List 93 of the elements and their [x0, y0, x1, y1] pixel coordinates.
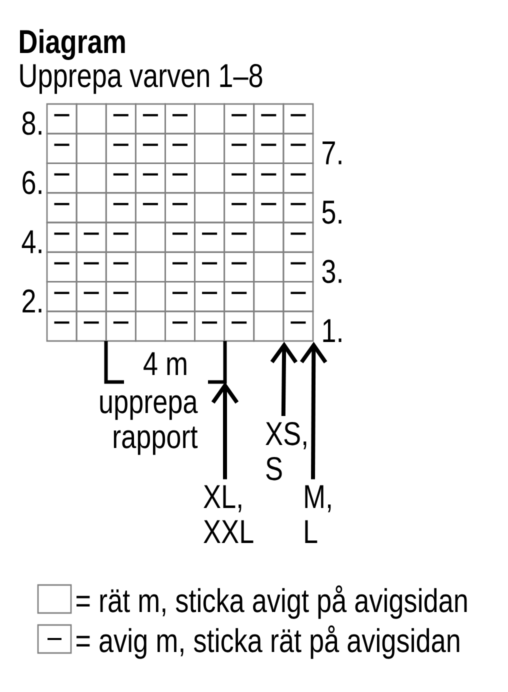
- grid-cell: –: [46, 103, 78, 134]
- row-number: 2.: [22, 289, 42, 312]
- grid-cell: –: [164, 132, 196, 164]
- grid-cell: –: [253, 162, 284, 194]
- row-number: 6.: [22, 170, 42, 194]
- size-label: XS, S: [266, 422, 306, 480]
- grid-cell: –: [46, 281, 78, 312]
- grid-cell: [194, 192, 226, 224]
- row-number: 5.: [322, 200, 342, 224]
- grid-cell: –: [224, 281, 255, 312]
- grid-cell: –: [253, 103, 284, 134]
- grid-cell: –: [224, 103, 255, 134]
- grid-cell: –: [194, 281, 226, 312]
- grid-cell: –: [46, 222, 78, 253]
- grid-cell: –: [105, 281, 136, 312]
- grid-cell: [76, 132, 107, 164]
- grid-cell: –: [164, 251, 196, 282]
- grid-cell: –: [134, 103, 166, 134]
- grid-cell: –: [105, 103, 136, 134]
- grid-cell: –: [105, 192, 136, 224]
- grid-cell: [253, 310, 284, 342]
- grid-cell: [253, 281, 284, 312]
- grid-cell: –: [164, 222, 196, 253]
- grid-cell: –: [46, 192, 78, 224]
- grid-cell: [253, 222, 284, 253]
- grid-cell: [194, 132, 226, 164]
- grid-cell: –: [76, 310, 107, 342]
- grid-cell: –: [46, 310, 78, 342]
- grid-cell: –: [105, 310, 136, 342]
- grid-cell: –: [282, 310, 314, 342]
- grid-cell: [76, 162, 107, 194]
- grid-cell: –: [194, 251, 226, 282]
- legend-text: = avig m, sticka rät på avigsidan: [76, 625, 460, 659]
- size-label: XL, XXL: [204, 485, 254, 543]
- grid-cell: –: [194, 222, 226, 253]
- row-number: 8.: [22, 112, 42, 135]
- grid-cell: –: [105, 251, 136, 282]
- grid-cell: –: [76, 281, 107, 312]
- size-label: M, L: [305, 485, 331, 543]
- grid-cell: –: [164, 103, 196, 134]
- grid-cell: –: [105, 222, 136, 253]
- arrow: [300, 342, 328, 480]
- grid-cell: [194, 103, 226, 134]
- legend-text: = rät m, sticka avigt på avigsidan: [76, 585, 467, 619]
- grid-cell: –: [46, 132, 78, 164]
- grid-cell: –: [134, 192, 166, 224]
- grid-cell: –: [164, 192, 196, 224]
- repeat-label: upprepa rapport: [100, 395, 198, 455]
- grid-cell: –: [164, 162, 196, 194]
- grid-cell: –: [105, 132, 136, 164]
- grid-cell: [134, 222, 166, 253]
- grid-cell: –: [134, 162, 166, 194]
- row-number: 7.: [322, 142, 342, 164]
- grid-cell: –: [282, 162, 314, 194]
- grid-cell: –: [282, 132, 314, 164]
- chart-note: Upprepa varven 1–8: [20, 64, 262, 94]
- grid-cell: [134, 310, 166, 342]
- grid-cell: –: [282, 281, 314, 312]
- grid-cell: –: [76, 251, 107, 282]
- grid-cell: –: [253, 192, 284, 224]
- arrow: [270, 342, 298, 416]
- grid-cell: –: [76, 222, 107, 253]
- repeat-bracket: [104, 341, 227, 384]
- grid-cell: –: [46, 162, 78, 194]
- grid-cell: –: [46, 251, 78, 282]
- grid-cell: –: [253, 132, 284, 164]
- grid-cell: –: [224, 251, 255, 282]
- grid-cell: –: [224, 192, 255, 224]
- grid-cell: [76, 192, 107, 224]
- grid-cell: [76, 103, 107, 134]
- title: Diagram: [20, 29, 125, 60]
- grid-cell: –: [105, 162, 136, 194]
- row-number: 1.: [323, 319, 342, 342]
- grid-cell: [194, 162, 226, 194]
- grid-cell: –: [194, 310, 226, 342]
- grid-cell: [134, 251, 166, 282]
- grid-cell: [134, 281, 166, 312]
- grid-cell: –: [282, 251, 314, 282]
- grid-cell: –: [224, 132, 255, 164]
- grid-cell: –: [134, 132, 166, 164]
- row-number: 4.: [22, 230, 42, 254]
- grid-cell: –: [282, 222, 314, 253]
- row-number: 3.: [322, 260, 342, 284]
- grid-cell: –: [164, 310, 196, 342]
- grid-cell: –: [224, 310, 255, 342]
- grid-cell: [253, 251, 284, 282]
- grid-cell: –: [224, 222, 255, 253]
- grid-cell: –: [164, 281, 196, 312]
- grid-cell: –: [282, 103, 314, 134]
- grid-cell: –: [224, 162, 255, 194]
- grid-cell: –: [282, 192, 314, 224]
- arrow: [211, 382, 239, 480]
- repeat-width-label: 4 m: [144, 352, 186, 375]
